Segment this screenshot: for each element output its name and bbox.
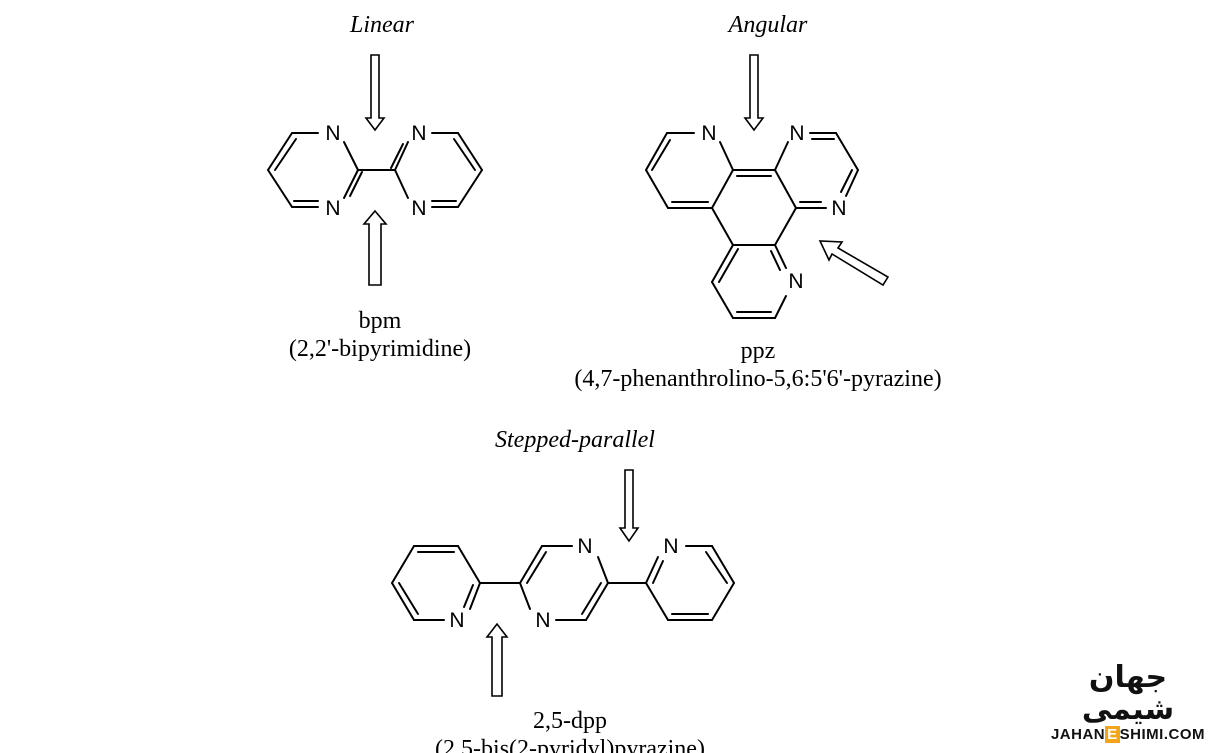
dpp-n4: N (663, 535, 678, 558)
ppz-bottom-ring (711, 244, 787, 319)
watermark-latin-start: JAHAN (1050, 726, 1106, 743)
bpm-left-ring (267, 132, 363, 208)
watermark-latin-end: SHIMI.COM (1119, 726, 1206, 743)
bpm-n1: N (325, 122, 340, 145)
bpm-abbr: bpm (359, 308, 402, 334)
dpp-right-ring (645, 545, 735, 621)
dpp-fullname: (2,5-bis(2-pyridyl)pyrazine) (435, 736, 705, 753)
stepped-down-arrow (618, 469, 640, 543)
ppz-n2: N (789, 122, 804, 145)
stepped-up-arrow (485, 622, 509, 697)
angular-down-arrow (743, 54, 765, 132)
ppz-abbr: ppz (741, 338, 776, 364)
dpp-n1: N (577, 535, 592, 558)
linear-up-arrow (362, 209, 388, 286)
ppz-left-ring (645, 132, 734, 209)
ppz-n1: N (701, 122, 716, 145)
dpp-abbr: 2,5-dpp (533, 708, 607, 734)
bpm-fullname: (2,2'-bipyrimidine) (289, 336, 471, 362)
ppz-pyrazine-ring (774, 132, 859, 209)
dpp-n2: N (535, 609, 550, 632)
ppz-central-ring (711, 169, 797, 246)
dpp-left-ring (391, 545, 481, 621)
label-stepped-parallel: Stepped-parallel (495, 427, 655, 453)
bpm-n2: N (325, 197, 340, 220)
watermark-latin-mark: E (1105, 726, 1120, 743)
ppz-n4: N (788, 270, 803, 293)
bpm-right-ring (390, 132, 483, 208)
watermark-persian: جهان شیمی (1081, 660, 1175, 727)
dpp-central-ring (519, 545, 609, 621)
ppz-molecule: Angular (574, 12, 941, 392)
ppz-fullname: (4,7-phenanthrolino-5,6:5'6'-pyrazine) (574, 366, 941, 392)
dpp-n3: N (449, 609, 464, 632)
bpm-n3: N (411, 122, 426, 145)
bpm-n4: N (411, 197, 426, 220)
angular-diagonal-arrow (818, 240, 890, 287)
label-angular: Angular (727, 12, 808, 38)
label-linear: Linear (349, 12, 415, 38)
bpm-molecule: Linear N (267, 12, 483, 362)
dpp-molecule: Stepped-parallel (391, 427, 735, 753)
ppz-n3: N (831, 197, 846, 220)
linear-down-arrow (364, 54, 386, 132)
